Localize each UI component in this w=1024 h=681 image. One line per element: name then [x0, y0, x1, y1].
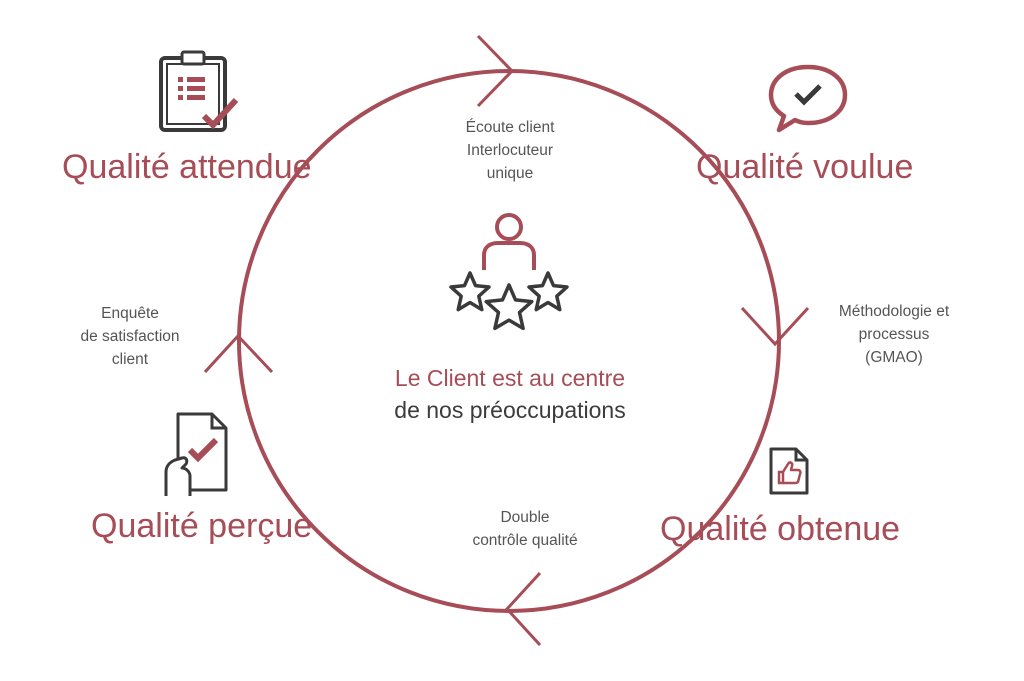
label-qualite-percue: Qualité perçue: [91, 507, 313, 545]
arrow-top: [476, 34, 515, 108]
arrow-bottom: [504, 571, 542, 647]
note-left-line-1: Enquête: [101, 305, 159, 322]
note-bottom-line-1: Double: [500, 509, 550, 526]
arrow-right: [740, 306, 810, 347]
center-line-1: Le Client est au centre: [394, 365, 626, 391]
arrow-left: [203, 333, 274, 374]
note-left: Enquête de satisfaction client: [45, 302, 215, 371]
hand-document-check-icon: [164, 412, 228, 496]
center-line-2: de nos préoccupations: [394, 397, 626, 423]
label-qualite-voulue: Qualité voulue: [696, 148, 914, 186]
note-left-line-3: client: [111, 351, 149, 368]
clipboard-check-icon: [159, 50, 239, 132]
note-top-line-2: Interlocuteur: [466, 142, 554, 159]
speech-bubble-check-icon: [768, 64, 848, 133]
label-qualite-obtenue: Qualité obtenue: [660, 510, 901, 548]
note-right-line-1: Méthodologie et: [838, 303, 950, 320]
note-top-line-3: unique: [486, 165, 534, 182]
note-right-line-2: processus: [858, 326, 930, 343]
note-top: Écoute client Interlocuteur unique: [410, 116, 610, 185]
note-right: Méthodologie et processus (GMAO): [804, 300, 984, 369]
note-bottom: Double contrôle qualité: [430, 506, 620, 552]
note-right-line-3: (GMAO): [865, 349, 923, 366]
note-left-line-2: de satisfaction: [80, 328, 180, 345]
client-three-stars-icon: [449, 213, 569, 331]
note-top-line-1: Écoute client: [465, 119, 555, 136]
label-qualite-attendue: Qualité attendue: [62, 148, 312, 186]
document-thumbs-up-icon: [769, 447, 809, 495]
note-bottom-line-2: contrôle qualité: [472, 532, 578, 549]
